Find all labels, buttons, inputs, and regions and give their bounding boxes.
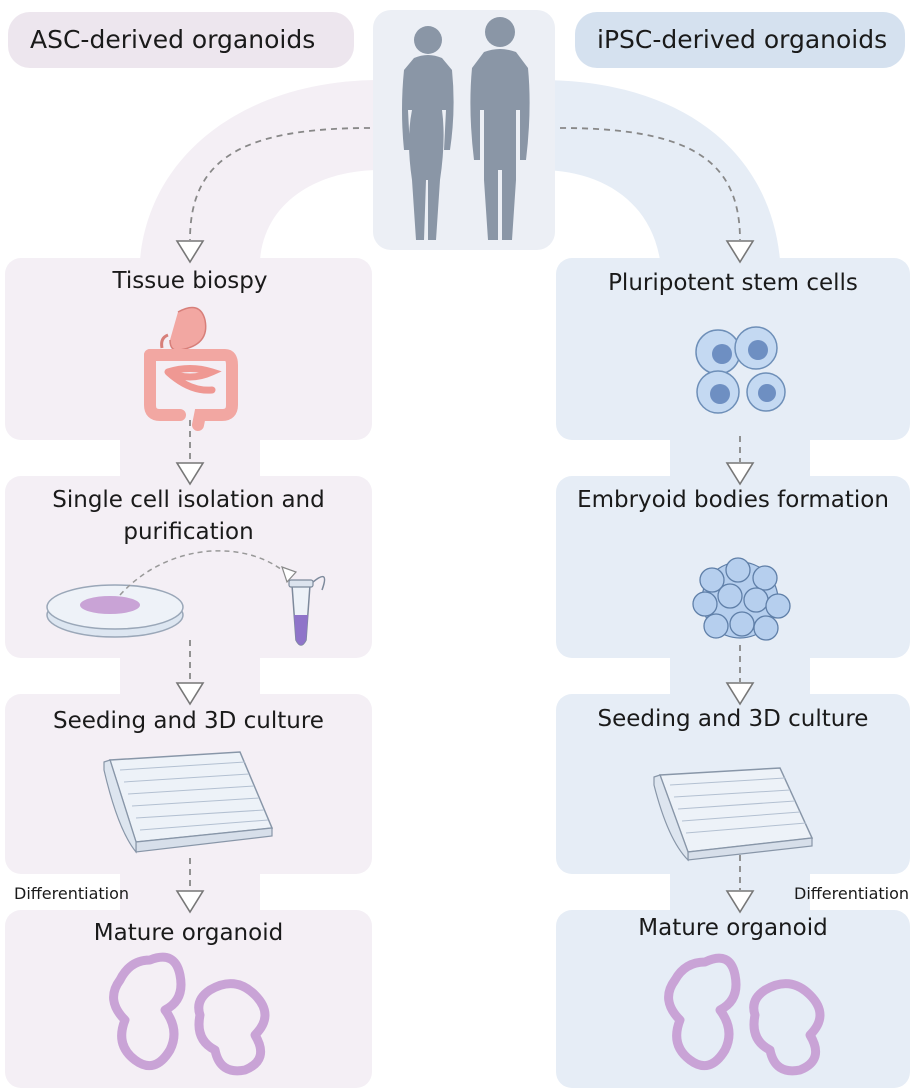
left-step2-label-line1: Single cell isolation and xyxy=(52,487,325,513)
well-plate-icon xyxy=(103,751,274,854)
dish-to-tube-arrow xyxy=(119,550,289,596)
right-differentiation-label: Differentiation xyxy=(794,884,910,903)
embryoid-body-icon xyxy=(692,557,791,641)
left-arc-band xyxy=(140,80,380,260)
right-step2-label: Embryoid bodies formation xyxy=(577,487,889,513)
left-step3-label: Seeding and 3D culture xyxy=(53,708,324,734)
intestine-icon xyxy=(144,306,238,431)
right-step-arrows xyxy=(725,436,755,914)
right-step4-label: Mature organoid xyxy=(638,915,828,941)
arrow-to-stem xyxy=(559,127,741,241)
left-panel-4 xyxy=(5,910,372,1088)
organoid-icon-right xyxy=(664,953,825,1076)
left-step1-label: Tissue biospy xyxy=(112,268,268,294)
right-arc-band xyxy=(540,80,780,260)
arrow-to-tissue xyxy=(189,127,371,241)
left-step-arrows xyxy=(175,420,205,914)
organoid-icon xyxy=(109,952,270,1076)
human-figures-icon xyxy=(402,17,530,240)
well-plate-icon-right xyxy=(653,767,814,862)
left-differentiation-label: Differentiation xyxy=(14,884,130,903)
stem-cells-icon xyxy=(695,326,786,414)
header-ipsc: iPSC-derived organoids xyxy=(575,12,905,68)
petri-dish-icon xyxy=(46,584,184,638)
tube-icon xyxy=(288,575,326,646)
left-step2-label-line2: purification xyxy=(123,519,254,545)
header-asc: ASC-derived organoids xyxy=(8,12,354,68)
left-step4-label: Mature organoid xyxy=(93,920,284,946)
right-step3-label: Seeding and 3D culture xyxy=(597,706,869,732)
right-step1-label: Pluripotent stem cells xyxy=(608,270,858,296)
